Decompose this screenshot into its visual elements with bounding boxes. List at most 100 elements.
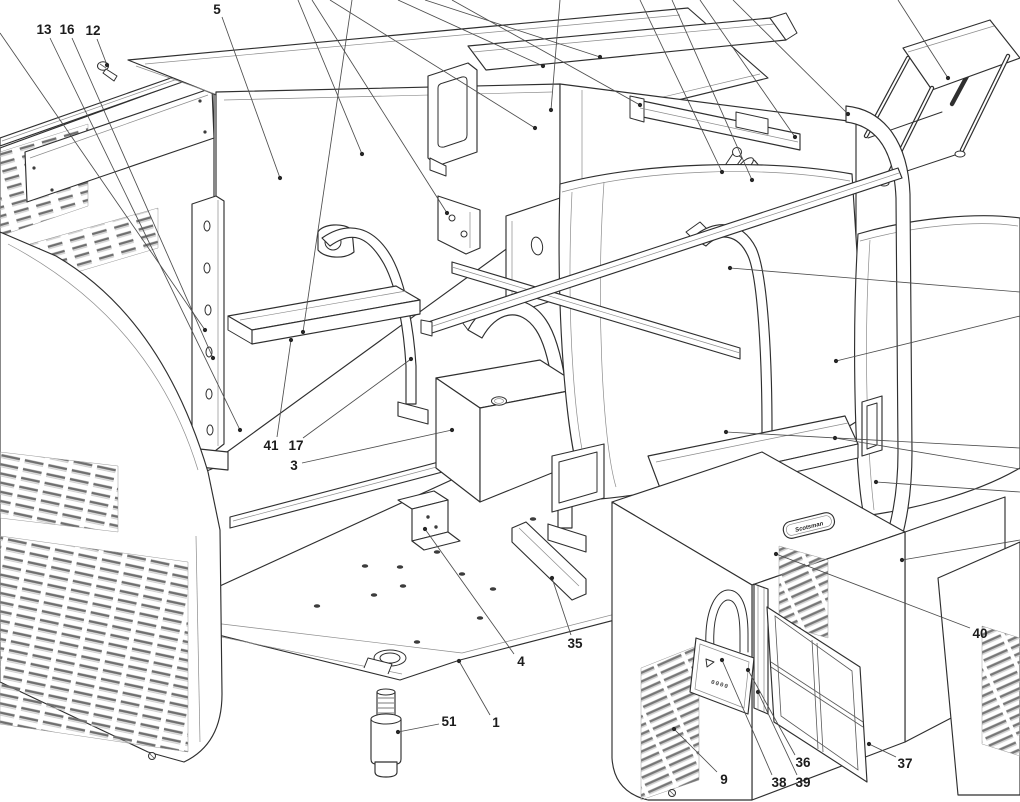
leader-line bbox=[297, 0, 363, 155]
leader-dot bbox=[899, 557, 905, 563]
warning-triangle-icon bbox=[705, 658, 715, 668]
leader-dot bbox=[408, 356, 414, 362]
part-callout: 40 bbox=[972, 626, 987, 641]
leader-dot bbox=[637, 102, 643, 108]
leader-line bbox=[747, 669, 796, 756]
part-callout: 5 bbox=[213, 2, 221, 17]
part-callout: 13 bbox=[36, 22, 52, 37]
open-frame-bracket bbox=[551, 443, 605, 513]
leader-dot bbox=[745, 667, 751, 673]
louver-field bbox=[981, 625, 1020, 757]
leader-dot bbox=[719, 657, 725, 663]
part-callout: 16 bbox=[59, 22, 75, 37]
leader-line bbox=[757, 691, 798, 776]
leader-dot bbox=[548, 107, 554, 113]
louver-field bbox=[0, 451, 119, 533]
leader-dot bbox=[773, 551, 779, 557]
leader-lines-layer bbox=[0, 0, 1020, 563]
leader-dot bbox=[277, 175, 283, 181]
leader-dot bbox=[202, 327, 208, 333]
leader-line bbox=[699, 0, 796, 138]
part-callout: 12 bbox=[85, 23, 100, 38]
part-callout: 41 bbox=[263, 438, 279, 453]
leader-dot bbox=[456, 658, 462, 664]
leader-line bbox=[868, 743, 897, 758]
leader-line bbox=[451, 0, 641, 106]
rating-plate: 0000 bbox=[689, 637, 755, 715]
leader-line bbox=[897, 0, 949, 79]
leader-line bbox=[302, 358, 412, 439]
leader-line bbox=[424, 0, 601, 58]
leader-dot bbox=[597, 54, 603, 60]
leader-dot bbox=[237, 427, 243, 433]
side-panel-right bbox=[937, 541, 1020, 796]
leader-dot bbox=[210, 355, 216, 361]
leader-line bbox=[458, 660, 491, 716]
leader-line bbox=[0, 32, 206, 331]
leader-dot bbox=[755, 689, 761, 695]
leader-line bbox=[301, 429, 453, 464]
leader-dot bbox=[832, 435, 838, 441]
reservoir-box bbox=[435, 359, 585, 503]
part-callout: 38 bbox=[771, 775, 787, 790]
cross-track-bar-front bbox=[420, 167, 903, 337]
leader-line bbox=[901, 539, 1020, 561]
leader-dot bbox=[723, 429, 729, 435]
leader-line bbox=[550, 0, 561, 111]
part-callout: 9 bbox=[720, 772, 728, 787]
leader-dot bbox=[359, 151, 365, 157]
part-callout: 4 bbox=[517, 654, 525, 669]
part-callout: 36 bbox=[795, 755, 811, 770]
screw-fastener bbox=[148, 752, 156, 760]
arch-frame-left bbox=[317, 224, 429, 425]
leader-line bbox=[71, 37, 214, 359]
l-bracket bbox=[437, 195, 481, 255]
part-callout: 3 bbox=[290, 458, 298, 473]
base-runner-rail bbox=[511, 521, 587, 601]
leader-dot bbox=[845, 111, 851, 117]
leader-line bbox=[96, 38, 108, 66]
part-callout: 35 bbox=[567, 636, 583, 651]
leader-dot bbox=[833, 358, 839, 364]
leader-line bbox=[671, 0, 753, 181]
filter-slot-frame bbox=[753, 583, 769, 715]
leader-dot bbox=[300, 329, 306, 335]
leader-line bbox=[875, 481, 1020, 493]
top-strip-panel bbox=[467, 12, 798, 71]
air-filter-grid bbox=[766, 606, 868, 783]
edge-notch bbox=[363, 657, 393, 675]
part-callout: 39 bbox=[795, 775, 810, 790]
leader-line bbox=[834, 437, 1020, 470]
leveling-foot bbox=[370, 688, 402, 778]
leader-dot bbox=[288, 337, 294, 343]
leader-dot bbox=[792, 134, 798, 140]
leader-line bbox=[551, 577, 572, 636]
door-track-rail bbox=[629, 95, 801, 151]
leader-line bbox=[221, 16, 281, 179]
leader-line bbox=[732, 0, 849, 115]
left-side-panel bbox=[0, 231, 223, 763]
cross-track-bar-rear bbox=[451, 261, 741, 360]
shelf-panel bbox=[227, 285, 421, 345]
rating-plate-text: 0000 bbox=[710, 679, 730, 691]
leader-line bbox=[775, 553, 971, 629]
condenser-cabinet: Scotsman 0000 bbox=[611, 451, 1020, 801]
mounting-post bbox=[189, 195, 229, 471]
frame-bracket bbox=[427, 62, 478, 177]
leader-line bbox=[276, 339, 292, 438]
leader-dot bbox=[671, 726, 677, 732]
part-callout: 37 bbox=[897, 756, 912, 771]
louver-field bbox=[640, 644, 700, 801]
screw-fastener bbox=[668, 789, 676, 797]
leader-dot bbox=[444, 210, 450, 216]
leader-line bbox=[835, 315, 1020, 362]
leader-line bbox=[49, 37, 241, 431]
leader-dot bbox=[866, 741, 872, 747]
part-callout: 1 bbox=[492, 715, 500, 730]
part-callout: 51 bbox=[441, 714, 457, 729]
arch-frame-door-right bbox=[845, 105, 913, 613]
part-callout: 17 bbox=[288, 438, 303, 453]
